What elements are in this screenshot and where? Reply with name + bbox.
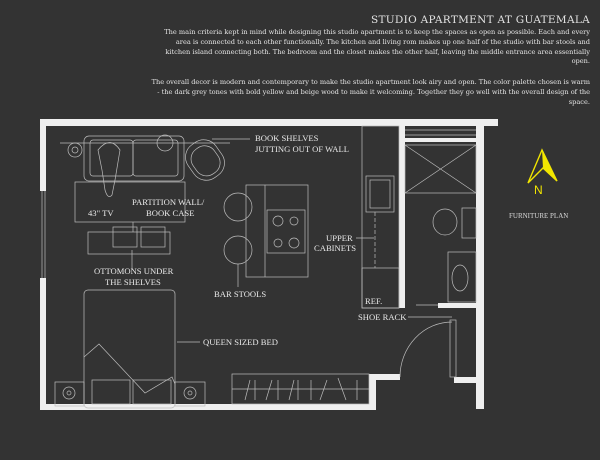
page-title: STUDIO APARTMENT AT GUATEMALA bbox=[370, 14, 590, 26]
shower bbox=[404, 144, 477, 194]
label-book-case: BOOK CASE bbox=[146, 208, 194, 218]
bed bbox=[83, 289, 176, 409]
leader-lines bbox=[131, 138, 452, 343]
label-ottomans: OTTOMONS UNDER bbox=[94, 266, 174, 276]
label-shoe-rack: SHOE RACK bbox=[358, 312, 407, 322]
bathroom-sink bbox=[447, 251, 477, 303]
label-tv: 43" TV bbox=[88, 208, 114, 218]
kitchen-counter bbox=[361, 125, 400, 309]
window-bathroom bbox=[405, 129, 476, 136]
nightstands bbox=[54, 381, 206, 407]
toilet bbox=[432, 207, 477, 239]
description-paragraph-2: The overall decor is modern and contempo… bbox=[151, 78, 590, 106]
label-book-shelves-2: JUTTING OUT OF WALL bbox=[255, 144, 349, 154]
window-left bbox=[41, 191, 46, 278]
kitchen-island bbox=[245, 184, 309, 278]
label-ottomans-2: THE SHELVES bbox=[105, 277, 161, 287]
sofa bbox=[67, 134, 185, 197]
label-book-shelves: BOOK SHELVES bbox=[255, 133, 319, 143]
ottomans bbox=[87, 226, 171, 255]
label-queen-bed: QUEEN SIZED BED bbox=[203, 337, 278, 347]
bar-stools bbox=[223, 192, 253, 265]
label-upper-cabinets-2: CABINETS bbox=[314, 243, 356, 253]
bathroom-door bbox=[416, 303, 476, 308]
svg-text:N: N bbox=[534, 183, 543, 197]
description-paragraph-1: The main criteria kept in mind while des… bbox=[164, 28, 590, 66]
furniture-plan-caption: FURNITURE PLAN bbox=[509, 212, 568, 220]
closet bbox=[231, 373, 370, 405]
partition-wall-bookcase bbox=[74, 181, 186, 223]
north-arrow-icon: N bbox=[527, 148, 558, 197]
entrance-door bbox=[399, 319, 457, 378]
armchair bbox=[185, 139, 225, 181]
walls bbox=[40, 119, 498, 410]
label-upper-cabinets: UPPER bbox=[326, 233, 353, 243]
refrigerator bbox=[361, 267, 400, 309]
label-partition-wall: PARTITION WALL/ bbox=[132, 197, 205, 207]
label-bar-stools: BAR STOOLS bbox=[214, 289, 266, 299]
label-ref: REF. bbox=[365, 296, 382, 306]
